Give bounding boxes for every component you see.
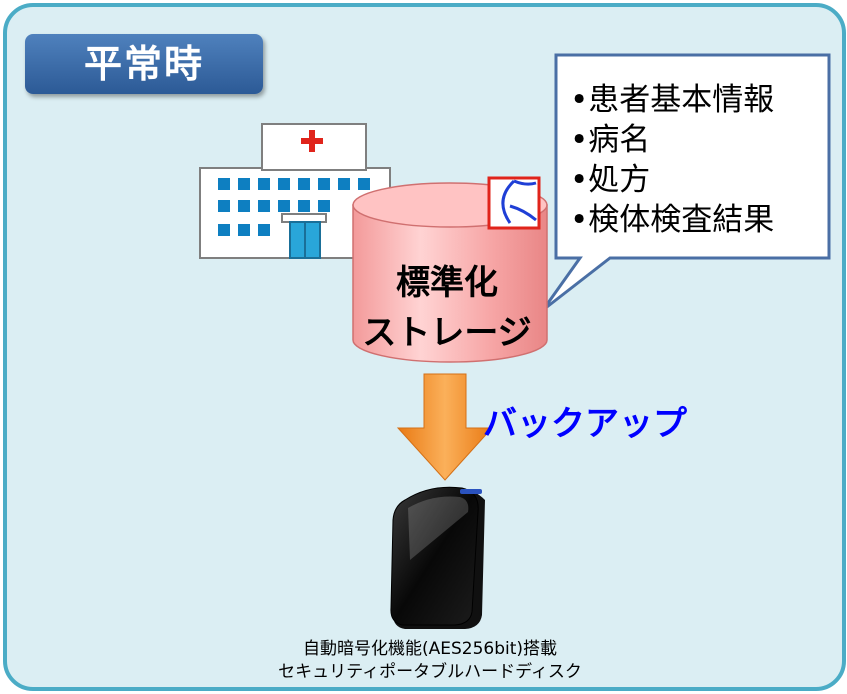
device-caption-line1: 自動暗号化機能(AES256bit)搭載: [302, 639, 558, 659]
storage-label: 標準化 ストレージ: [352, 258, 542, 358]
backup-label: バックアップ: [483, 404, 687, 444]
callout-list: •患者基本情報 •病名 •処方 •検体検査結果: [570, 80, 810, 240]
callout-item: •処方: [570, 162, 651, 198]
page-title: 平常時: [25, 34, 263, 94]
callout-item: •患者基本情報: [570, 82, 775, 118]
callout-item: •検体検査結果: [570, 202, 775, 238]
hard-disk-icon: [390, 486, 485, 629]
device-caption-line2: セキュリティポータブルハードディスク: [278, 662, 582, 682]
storage-label-line2: ストレージ: [362, 313, 532, 353]
storage-label-line1: 標準化: [396, 263, 498, 303]
callout-item: •病名: [570, 122, 651, 158]
device-caption: 自動暗号化機能(AES256bit)搭載 セキュリティポータブルハードディスク: [200, 638, 660, 684]
ss-mix-logo-icon: [487, 176, 541, 230]
callout-bubble: [541, 53, 831, 312]
down-arrow-icon: [396, 373, 494, 481]
